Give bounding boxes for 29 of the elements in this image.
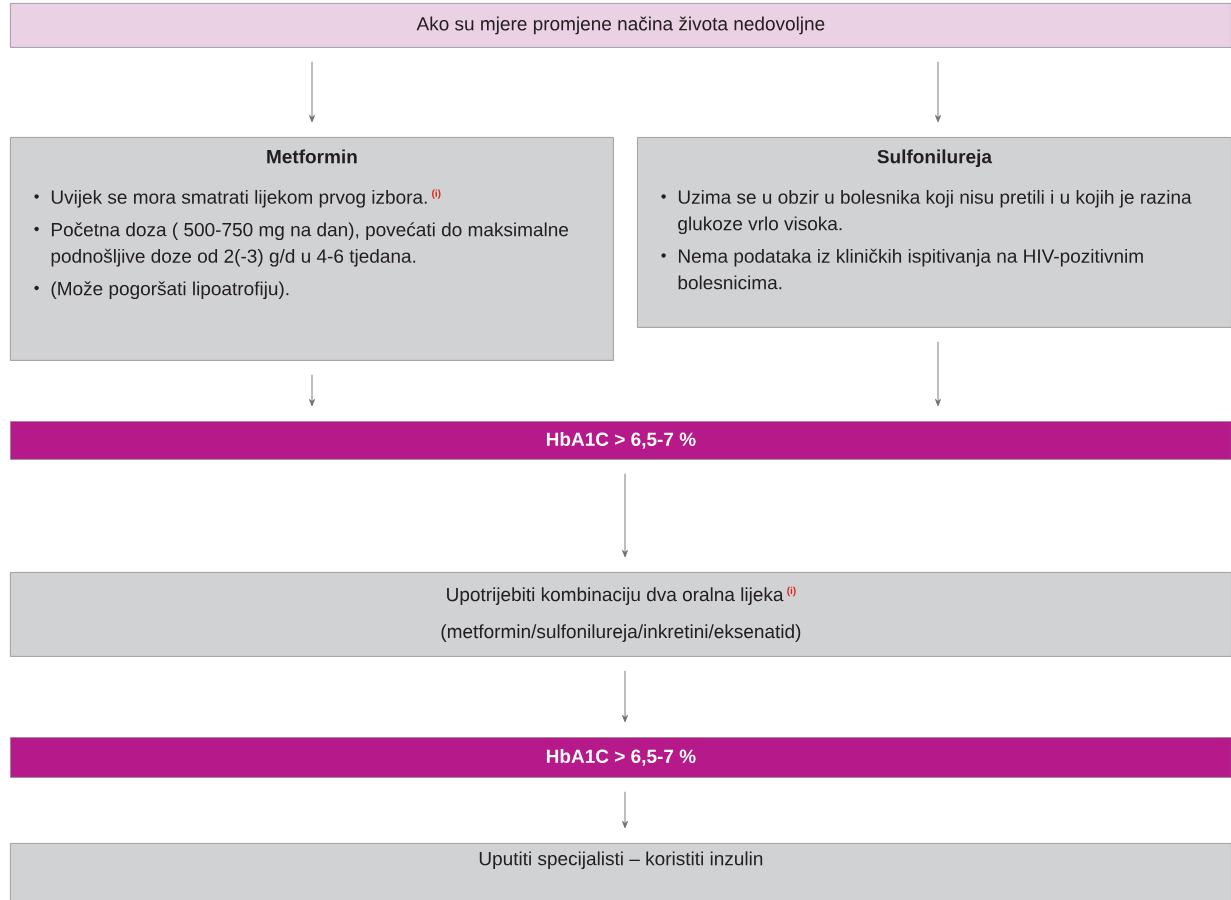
condition-band <box>10 3 1231 48</box>
arrow <box>622 670 628 723</box>
result-band <box>10 737 1231 778</box>
arrow <box>622 791 628 829</box>
box-title: Metformin <box>267 149 357 164</box>
result-band <box>10 421 1231 460</box>
treatment-box <box>637 137 1231 328</box>
band-label: HbA1C > 6,5-7 % <box>546 432 696 449</box>
arrow <box>935 61 941 123</box>
box-text: Uputiti specijalisti – koristiti inzulin <box>479 851 763 870</box>
footnote-mark: (i) <box>432 189 441 199</box>
list-item: Uzima se u obzir u bolesnika koji nisu pretili i u kojih je razina glukoze vrlo visoka. <box>678 189 1192 235</box>
arrow <box>622 473 628 558</box>
band-label: HbA1C > 6,5-7 % <box>546 749 696 766</box>
process-box <box>10 843 1231 900</box>
arrow <box>309 374 315 407</box>
box-text: Upotrijebiti kombinaciju dva oralna lijeka <box>447 587 784 605</box>
process-box <box>10 572 1231 657</box>
band-label: Ako su mjere promjene načina života nedovoljne <box>416 16 825 35</box>
list-item: Početna doza ( 500-750 mg na dan), povećati do maksimalne podnošljive doze od 2(-3) g/d u 4-6 tjedana. <box>51 222 569 267</box>
box-text: (metformin/sulfonilureja/inkretini/eksenatid) <box>441 624 801 642</box>
box-title: Sulfonilureja <box>877 149 993 168</box>
footnote-mark: (i) <box>787 586 796 597</box>
list-item: Uvijek se mora smatrati lijekom prvog izbora. <box>51 189 427 208</box>
list-item: Nema podataka iz kliničkih ispitivanja na HIV-pozitivnim bolesnicima. <box>678 248 1143 290</box>
arrow <box>309 61 315 123</box>
list-item: (Može pogoršati lipoatrofiju). <box>51 281 289 300</box>
treatment-box <box>10 137 614 361</box>
arrow <box>935 341 941 407</box>
